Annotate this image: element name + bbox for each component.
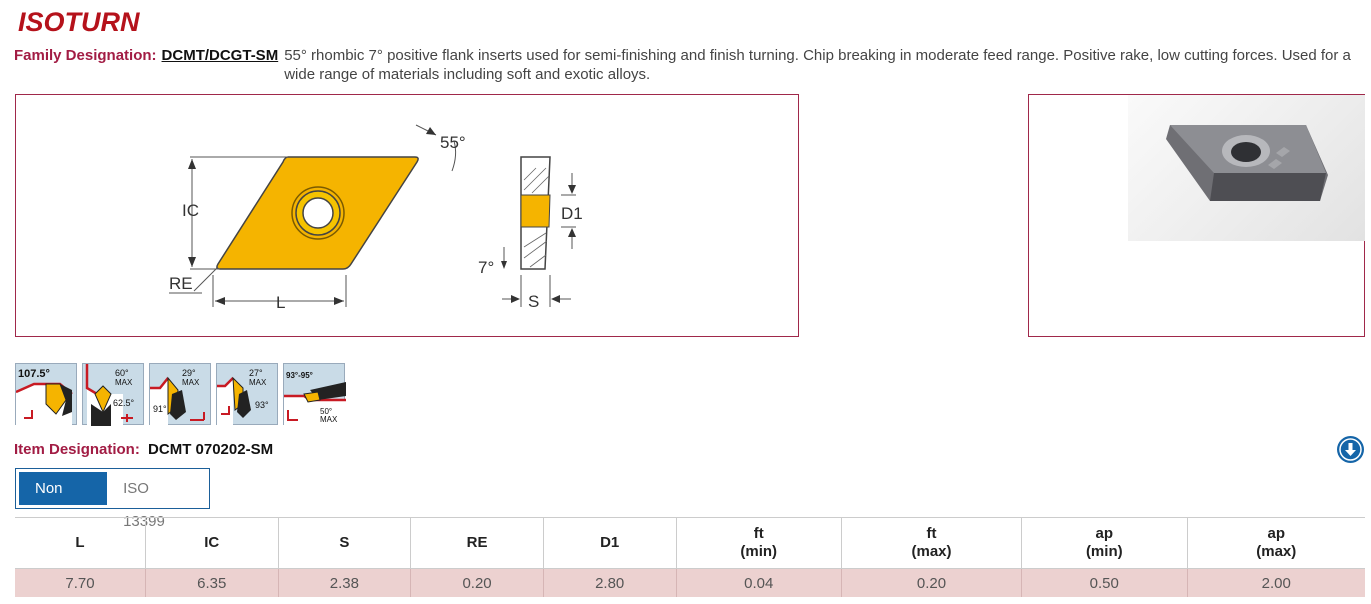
svg-text:27°: 27°: [249, 368, 263, 378]
iso-13399-tab[interactable]: ISO 13399: [107, 472, 209, 530]
cell-ap-min: 0.50: [1021, 568, 1187, 597]
svg-text:93°: 93°: [255, 400, 269, 410]
svg-text:60°: 60°: [115, 368, 129, 378]
flank-angle-label: 7°: [478, 258, 494, 277]
column-header-ap-min: ap(min): [1021, 517, 1187, 569]
family-code-link[interactable]: DCMT/DCGT-SM: [161, 47, 279, 64]
d1-label: D1: [561, 204, 583, 223]
family-label: Family Designation:: [14, 47, 157, 64]
cell-ic: 6.35: [144, 568, 279, 597]
column-header-ap-max: ap(max): [1186, 517, 1365, 569]
insert-side-view: D1 7° S: [478, 156, 583, 311]
svg-text:MAX: MAX: [182, 378, 200, 387]
cell-d1: 2.80: [542, 568, 676, 597]
s-label: S: [528, 292, 539, 311]
family-designation: Family Designation: DCMT/DCGT-SM 55° rho…: [14, 46, 1359, 84]
svg-text:MAX: MAX: [320, 415, 338, 424]
download-button[interactable]: [1337, 436, 1364, 463]
table-header-row: L IC S RE D1 ft(min) ft(max) ap(min) ap(…: [15, 517, 1365, 569]
product-photo: [1128, 95, 1365, 241]
non-iso-tab[interactable]: Non ISO: [19, 472, 108, 530]
l-label: L: [276, 293, 285, 312]
svg-text:107.5°: 107.5°: [18, 368, 50, 380]
column-header-ft-min: ft(min): [675, 517, 842, 569]
application-profile-3[interactable]: 29° MAX 91°: [149, 363, 211, 426]
application-profile-4[interactable]: 27° MAX 93°: [216, 363, 278, 426]
cell-ap-max: 2.00: [1186, 568, 1365, 597]
insert-drawing: IC RE L 55°: [169, 124, 583, 312]
column-header-re: RE: [410, 517, 544, 569]
column-header-s: S: [277, 517, 411, 569]
cell-re: 0.20: [410, 568, 544, 597]
svg-text:ISOTURN: ISOTURN: [18, 7, 140, 36]
svg-text:29°: 29°: [182, 368, 196, 378]
column-header-l: L: [15, 517, 146, 569]
angle-label: 55°: [440, 133, 466, 152]
product-photo-panel: [1028, 94, 1365, 337]
svg-text:MAX: MAX: [115, 378, 133, 387]
svg-text:50°: 50°: [320, 407, 332, 416]
ic-label: IC: [182, 201, 199, 220]
table-row: 7.70 6.35 2.38 0.20 2.80 0.04 0.20 0.50 …: [15, 568, 1365, 597]
standards-toggle: Non ISO ISO 13399: [15, 468, 210, 530]
isoturn-logo: ISOTURN: [18, 7, 140, 36]
cell-l: 7.70: [15, 568, 146, 597]
cell-s: 2.38: [277, 568, 411, 597]
technical-drawing-panel: IC RE L 55°: [15, 94, 799, 337]
specs-table: L IC S RE D1 ft(min) ft(max) ap(min) ap(…: [15, 517, 1365, 597]
item-value: DCMT 070202-SM: [148, 441, 274, 458]
item-label: Item Designation:: [14, 441, 140, 458]
svg-text:91°: 91°: [153, 404, 167, 414]
cell-ft-min: 0.04: [675, 568, 842, 597]
download-icon: [1339, 438, 1362, 461]
application-profile-2[interactable]: 60° MAX 62.5°: [82, 363, 144, 426]
application-icons: 107.5° 60° MAX 62.5° 29° MAX 91°: [15, 363, 346, 426]
svg-text:MAX: MAX: [249, 378, 267, 387]
svg-text:93°-95°: 93°-95°: [286, 371, 313, 380]
column-header-ic: IC: [144, 517, 279, 569]
application-profile-1[interactable]: 107.5°: [15, 363, 77, 426]
column-header-d1: D1: [542, 517, 676, 569]
family-description: 55° rhombic 7° positive flank inserts us…: [284, 47, 1351, 83]
re-label: RE: [169, 274, 193, 293]
column-header-ft-max: ft(max): [840, 517, 1022, 569]
cell-ft-max: 0.20: [840, 568, 1022, 597]
application-profile-5[interactable]: 93°-95° 50° MAX: [283, 363, 346, 426]
svg-text:62.5°: 62.5°: [113, 398, 135, 408]
item-designation: Item Designation: DCMT 070202-SM: [14, 441, 273, 458]
